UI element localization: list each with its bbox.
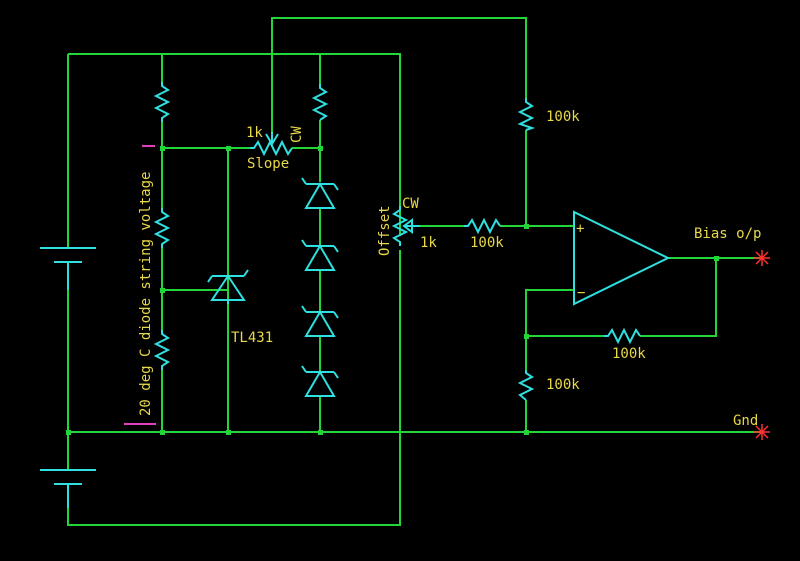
input-resistor-label: 100k (470, 235, 504, 251)
slope-name-label: Slope (247, 156, 289, 172)
string-voltage-label: 20 deg C diode string voltage (138, 172, 154, 416)
feedback-wire (526, 258, 717, 337)
ground-resistor-label: 100k (546, 377, 580, 393)
minus-input-wire (525, 289, 574, 432)
junction-dot (318, 146, 323, 151)
top-rail-wire (68, 53, 401, 236)
top-resistor-label: 100k (546, 109, 580, 125)
input-100k-resistor (464, 217, 501, 235)
feedback-100k-resistor (604, 327, 641, 345)
diode (301, 239, 339, 271)
junction-dot (160, 288, 165, 293)
top-wiper-wire (271, 17, 527, 138)
divider-resistor-middle (153, 208, 171, 248)
offset-name-label: Offset (377, 205, 393, 256)
junction-dot (524, 334, 529, 339)
diode (301, 305, 339, 337)
ground-100k-resistor (517, 370, 535, 401)
junction-dot (226, 430, 231, 435)
junction-dot (318, 430, 323, 435)
ground-terminal[interactable] (754, 424, 770, 440)
slope-cw-label: CW (289, 126, 305, 143)
tl431-label: TL431 (231, 330, 273, 346)
junction-dot (160, 430, 165, 435)
wires (67, 17, 762, 526)
tl431-shunt-regulator (207, 269, 249, 304)
lower-battery (40, 469, 96, 508)
junction-dot (160, 146, 165, 151)
plus-input-wire (525, 130, 574, 227)
opamp-plus-label: + (576, 221, 584, 237)
bias-output-label: Bias o/p (694, 226, 761, 242)
junction-dot (524, 430, 529, 435)
ground-label: Gnd (733, 413, 758, 429)
offset-value-label: 1k (420, 235, 437, 251)
slope-value-label: 1k (246, 125, 263, 141)
divider-resistor-top (153, 82, 171, 122)
offset-potentiometer[interactable] (391, 206, 420, 246)
junction-dot (226, 146, 231, 151)
top-100k-resistor (517, 98, 536, 131)
bias-output-terminal[interactable] (754, 250, 770, 266)
divider-resistor-bottom (153, 330, 171, 370)
diode-string-resistor (311, 84, 329, 121)
diode-string (301, 177, 339, 397)
upper-battery (40, 247, 96, 290)
junction-dots (66, 146, 719, 435)
left-battery-wire (67, 54, 401, 526)
feedback-resistor-label: 100k (612, 346, 646, 362)
junction-dot (714, 256, 719, 261)
diode (301, 177, 339, 209)
opamp-minus-label: − (577, 285, 585, 301)
op-amp (573, 210, 671, 306)
diode (301, 365, 339, 397)
junction-dot (524, 224, 529, 229)
junction-dot (66, 430, 71, 435)
offset-cw-label: CW (402, 196, 419, 212)
slope-potentiometer[interactable] (250, 132, 293, 157)
